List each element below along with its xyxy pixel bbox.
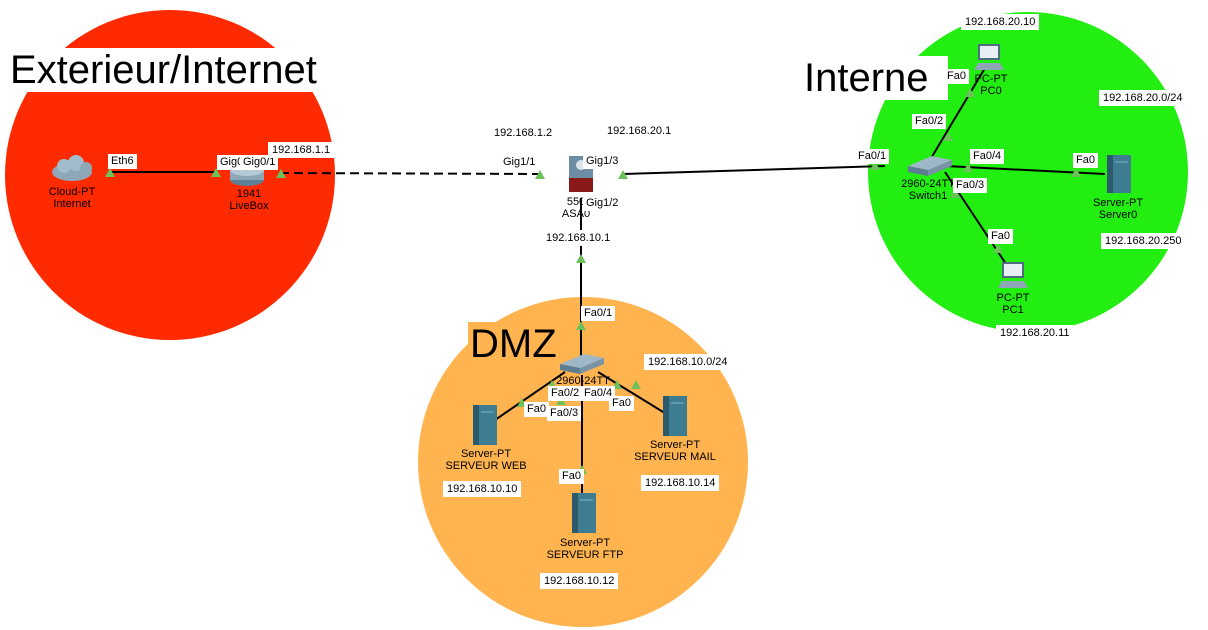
port-label-ftp-fa0: Fa0 [559,469,584,484]
cloud-name: Internet [53,198,91,210]
dmz-switch-type: 2960-24TT [556,375,610,387]
router-name: LiveBox [229,200,269,212]
server0-type: Server-PT [1092,197,1144,209]
pc0-label: PC-PT PC0 [975,73,1008,97]
port-label-asa-gig11: Gig1/1 [500,155,539,170]
ip-pc0: 192.168.20.10 [961,14,1040,30]
port-led-sw1-fa04 [963,163,973,172]
server0-name: Server0 [1098,209,1138,221]
pc0-name: PC0 [980,85,1002,97]
ip-pc1: 192.168.20.11 [996,325,1074,341]
port-led-router-gig0 [211,168,221,177]
asa-type: 550 [566,196,586,208]
ftp-server-label: Server-PT SERVEUR FTP [547,537,624,561]
port-label-asa-gig13: Gig1/3 [583,154,622,169]
port-label-router-gig01: Gig0/1 [240,155,279,170]
port-led-cloud-eth6 [105,168,115,177]
port-label-sw1-fa03: Fa0/3 [953,178,988,193]
cloud-type: Cloud-PT [48,186,96,198]
pc1-name: PC1 [1002,304,1024,316]
port-led-router-gig01 [276,169,286,178]
port-led-sw1-fa03 [950,189,960,198]
asa-name: ASA0 [561,208,591,220]
web-server-name: SERVEUR WEB [445,460,527,472]
port-led-pc0-fa0 [965,88,975,97]
port-label-web-fa0: Fa0 [524,402,549,417]
port-label-pc0-fa0: Fa0 [944,69,969,84]
ip-asa-inside: 192.168.20.1 [603,123,676,139]
port-label-dmzsw-fa02: Fa0/2 [548,386,583,401]
pc1-icon[interactable] [998,262,1028,288]
link-dmzsw-mail[interactable] [597,371,669,416]
dmz-switch-label: 2960-24TT [556,375,610,387]
port-led-sw1-fa02 [943,132,953,141]
pc0-type: PC-PT [974,73,1008,85]
pc0-icon[interactable] [974,44,1004,70]
switch1-name: Switch1 [908,190,948,202]
web-server-label: Server-PT SERVEUR WEB [445,448,526,472]
port-label-router-gig0: Gig0 [217,155,247,170]
ip-router-wan: 192.168.1.1 [268,142,335,158]
pc1-type: PC-PT [996,292,1030,304]
mail-server-label: Server-PT SERVEUR MAIL [634,439,716,463]
dmz-switch-icon[interactable] [560,354,604,374]
ip-asa-outside: 192.168.1.2 [490,125,557,141]
zone-title-internet: Exterieur/Internet [6,48,321,92]
port-label-asa-gig12: Gig1/2 [583,196,622,211]
asa-label: 550 ASA0 [562,196,590,220]
switch1-icon[interactable] [908,156,952,176]
port-led-server0-fa0 [1071,168,1081,177]
ftp-server-icon[interactable] [572,493,596,533]
ip-asa-dmz: 192.168.10.1 [542,230,615,246]
ip-web: 192.168.10.10 [443,481,522,497]
router-label: 1941 LiveBox [229,188,268,212]
port-label-mail-fa0: Fa0 [609,396,634,411]
switch1-label: 2960-24TT Switch1 [901,178,955,202]
ftp-server-name: SERVEUR FTP [546,549,624,561]
ftp-server-type: Server-PT [559,537,611,549]
port-led-asa-gig11 [535,170,545,179]
ip-server0: 192.168.20.250 [1101,233,1186,249]
port-label-server0-fa0: Fa0 [1073,153,1098,168]
mail-server-type: Server-PT [649,439,701,451]
web-server-type: Server-PT [460,448,512,460]
port-label-dmzsw-fa03: Fa0/3 [547,406,582,421]
port-led-asa-gig12 [576,254,586,263]
port-led-mail-fa0 [631,380,641,389]
port-label-pc1-fa0: Fa0 [988,229,1013,244]
link-switch1-pc0[interactable] [929,67,986,161]
ip-lan-network: 192.168.20.0/24 [1099,90,1187,106]
port-label-sw1-fa02: Fa0/2 [912,114,947,129]
port-label-sw1-fa04: Fa0/4 [970,149,1005,164]
port-label-sw1-fa01: Fa0/1 [855,149,890,164]
switch1-type: 2960-24TT [901,178,955,190]
link-router-asa[interactable] [279,172,541,175]
port-label-cloud-eth6: Eth6 [108,154,137,169]
port-led-sw1-fa01 [870,161,880,170]
ip-ftp: 192.168.10.12 [540,573,619,589]
zone-title-dmz: DMZ [468,322,559,366]
cloud-label: Cloud-PT Internet [49,186,95,210]
port-label-dmzsw-fa04: Fa0/4 [581,386,616,401]
ip-dmz-network: 192.168.10.0/24 [644,354,732,370]
port-led-dmzsw-fa01 [576,321,586,330]
server0-label: Server-PT Server0 [1093,197,1143,221]
server0-icon[interactable] [1107,155,1131,193]
link-dmzsw-web[interactable] [494,371,566,421]
port-led-asa-gig13 [618,170,628,179]
mail-server-name: SERVEUR MAIL [634,451,716,463]
pc1-label: PC-PT PC1 [997,292,1030,316]
cloud-icon[interactable] [52,155,92,181]
zone-title-interne: Interne [800,56,948,100]
port-label-dmzsw-fa01: Fa0/1 [581,306,616,321]
web-server-icon[interactable] [473,405,497,445]
router-type: 1941 [236,188,262,200]
port-led-pc1-fa0 [993,244,1003,253]
ip-mail: 192.168.10.14 [641,475,720,491]
link-asa-switch1[interactable] [622,165,886,175]
mail-server-icon[interactable] [663,396,687,436]
zone-internet-area [5,10,335,340]
